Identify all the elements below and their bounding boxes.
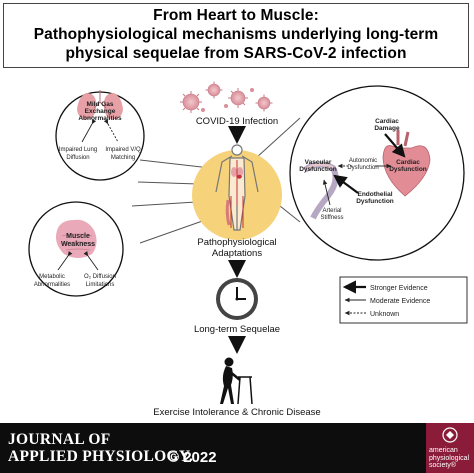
- lung-left-line-1: Impaired Lung: [59, 147, 97, 153]
- lung-heading-line-3: Abnormalities: [78, 115, 122, 122]
- vascular-line-2: Dysfunction: [299, 166, 337, 173]
- aps-logo-icon: [442, 427, 458, 443]
- cardiac-damage-line-1: Cardiac: [375, 118, 399, 125]
- virus-icon: [205, 81, 223, 99]
- muscle-right-line-1: O₂ Diffusion: [84, 274, 116, 280]
- vascular-line-1: Vascular: [305, 159, 332, 166]
- journal-line-1: JOURNAL OF: [8, 431, 111, 448]
- title-line-2: Pathophysiological mechanisms underlying…: [33, 26, 439, 43]
- title-line-1: From Heart to Muscle:: [153, 7, 319, 24]
- muscle-heading-line-2: Weakness: [61, 241, 95, 248]
- endothelial-line-1: Endothelial: [357, 191, 392, 198]
- heart-icon: [382, 130, 431, 197]
- arrow-damage-to-cardiac: [384, 133, 406, 158]
- muscle-icon: [56, 219, 97, 258]
- lung-panel: Mild Gas Exchange Abnormalities Impaired…: [55, 90, 145, 181]
- society-line-1: american: [429, 447, 458, 454]
- title-box: From Heart to Muscle: Pathophysiological…: [3, 3, 469, 68]
- journal-name: JOURNAL OF APPLIED PHYSIOLOGY.: [8, 431, 193, 465]
- footer-bar: JOURNAL OF APPLIED PHYSIOLOGY. © 2022 am…: [0, 423, 474, 473]
- muscle-panel: Muscle Weakness Metabolic Abnormalities …: [28, 201, 124, 297]
- adaptations-line-1: Pathophysiological: [197, 237, 276, 248]
- muscle-right-line-2: Limitations: [86, 282, 115, 288]
- arterial-line-1: Arterial: [322, 208, 341, 214]
- arrow-arterial-to-vascular: [322, 179, 331, 206]
- lungs-icon: [77, 90, 123, 120]
- legend: Stronger Evidence Moderate Evidence Unkn…: [339, 276, 468, 324]
- elderly-walker-icon: [220, 357, 253, 405]
- adaptations-line-2: Adaptations: [212, 248, 262, 259]
- arrow-o2-diffusion: [83, 251, 99, 271]
- organs-icon: [225, 160, 244, 228]
- muscle-heading-line-1: Muscle: [66, 233, 90, 240]
- lung-heading-line-2: Exchange: [85, 108, 116, 115]
- legend-unknown-label: Unknown: [370, 311, 399, 318]
- muscle-left-line-1: Metabolic: [39, 274, 65, 280]
- diagram-canvas: COVID-19 Infection Pathophysiological Ad…: [28, 81, 468, 418]
- cardio-panel: Cardiac Damage Vascular Dysfunction Card…: [289, 85, 465, 261]
- virus-icon: [180, 91, 202, 113]
- cardiac-damage-line-2: Damage: [374, 125, 400, 132]
- virus-icon: [228, 88, 248, 108]
- cardiac-dys-line-1: Cardiac: [396, 159, 420, 166]
- cardiac-dys-line-2: Dysfunction: [389, 166, 427, 173]
- autonomic-line-1: Autonomic: [349, 158, 377, 164]
- virus-icon: [255, 94, 273, 112]
- copyright: © 2022: [168, 449, 217, 466]
- virus-particles-icon: [180, 81, 273, 113]
- lung-right-line-1: Impaired V/Q: [105, 147, 141, 153]
- clock-icon: [216, 278, 258, 320]
- lung-right-line-2: Matching: [111, 155, 135, 161]
- arrow-endothelial-to-vascular: [333, 174, 359, 194]
- legend-stronger-label: Stronger Evidence: [370, 285, 428, 292]
- endothelial-line-2: Dysfunction: [356, 198, 394, 205]
- journal-line-2: APPLIED PHYSIOLOGY.: [8, 448, 194, 465]
- muscle-left-line-2: Abnormalities: [34, 282, 70, 288]
- arterial-line-2: Stiffness: [321, 215, 344, 221]
- legend-moderate-label: Moderate Evidence: [370, 298, 430, 305]
- sequelae-label: Long-term Sequelae: [194, 324, 280, 335]
- covid-label: COVID-19 Infection: [196, 116, 278, 127]
- aps-logo: american physiological society®: [426, 423, 474, 473]
- arrow-lung-diffusion: [81, 118, 97, 143]
- outcome-label: Exercise Intolerance & Chronic Disease: [153, 407, 320, 418]
- lung-heading-line-1: Mild Gas: [86, 101, 113, 108]
- society-line-2: physiological: [429, 454, 470, 462]
- society-line-3: society®: [429, 462, 456, 469]
- title-line-3: physical sequelae from SARS-CoV-2 infect…: [65, 45, 407, 62]
- arrow-metabolic: [57, 251, 73, 271]
- lung-left-line-2: Diffusion: [66, 155, 89, 161]
- autonomic-line-2: Dysfunction: [347, 165, 378, 171]
